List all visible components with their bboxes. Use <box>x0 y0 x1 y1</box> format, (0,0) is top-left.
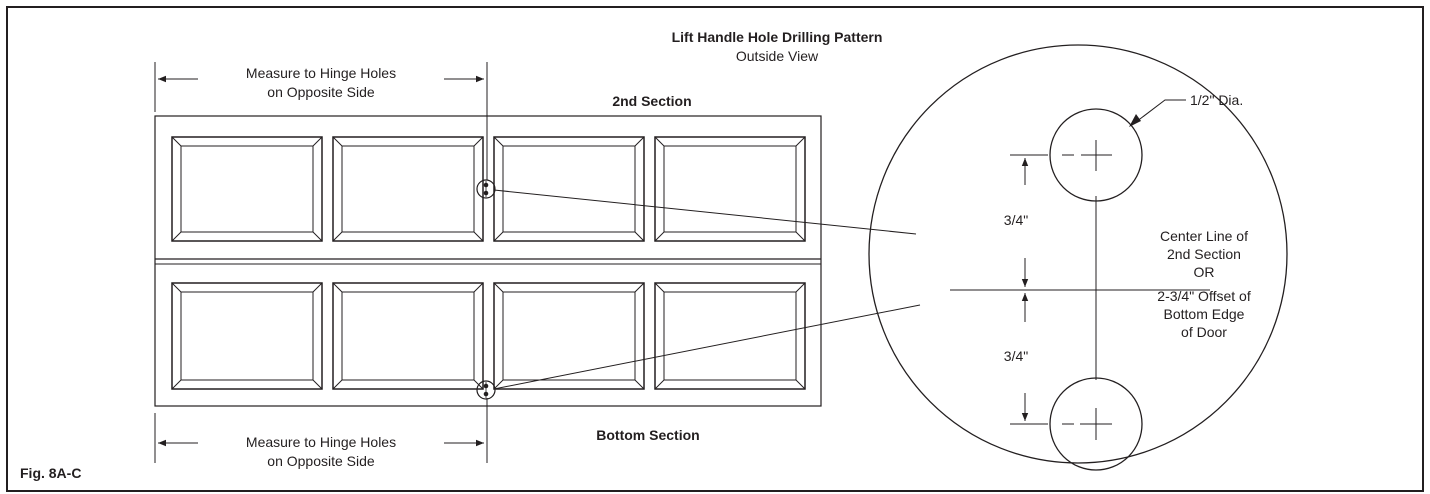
door-panel <box>332 282 484 390</box>
dim-lower-label: 3/4" <box>1004 348 1028 364</box>
leader-line-bottom <box>493 304 921 390</box>
measure-label-bottom-line1: Measure to Hinge Holes <box>246 434 396 450</box>
garage-door <box>154 115 822 407</box>
door-panel <box>493 282 645 390</box>
diameter-leader: 1/2" Dia. <box>1129 92 1243 127</box>
center-note: Center Line of 2nd Section OR 2-3/4" Off… <box>1157 228 1251 340</box>
figure-label: Fig. 8A-C <box>20 465 81 481</box>
door-panel <box>332 136 484 242</box>
center-note-line1: Center Line of <box>1160 228 1248 244</box>
center-note-line2: 2nd Section <box>1167 246 1241 262</box>
center-note-line6: of Door <box>1181 324 1227 340</box>
detail-hole-upper <box>1049 108 1143 202</box>
detail-circle <box>868 44 1288 464</box>
door-panel <box>654 136 806 242</box>
door-panel <box>654 282 806 390</box>
detail-view: 3/4" 3/4" 1/2" Dia. Center Line of 2nd S… <box>868 44 1288 471</box>
bottom-section-label: Bottom Section <box>596 427 699 443</box>
detail-hole-lower <box>1049 377 1143 471</box>
measure-label-bottom-line2: on Opposite Side <box>267 453 375 469</box>
door-hole-top <box>476 179 496 199</box>
door-panel <box>171 282 323 390</box>
door-panel <box>493 136 645 242</box>
hole-diameter-label: 1/2" Dia. <box>1190 92 1243 108</box>
measure-dimension-top: Measure to Hinge Holes on Opposite Side <box>154 62 488 180</box>
diagram-title: Lift Handle Hole Drilling Pattern <box>672 29 883 45</box>
measure-label-top-line1: Measure to Hinge Holes <box>246 65 396 81</box>
diagram-subtitle: Outside View <box>736 48 819 64</box>
figure-frame <box>6 6 1424 492</box>
detail-dimension: 3/4" 3/4" <box>1004 158 1028 421</box>
door-panel <box>171 136 323 242</box>
dim-upper-label: 3/4" <box>1004 212 1028 228</box>
measure-dimension-bottom: Measure to Hinge Holes on Opposite Side <box>154 398 488 469</box>
center-note-line4: 2-3/4" Offset of <box>1157 288 1251 304</box>
door-outline <box>154 115 822 407</box>
center-note-line3: OR <box>1194 264 1215 280</box>
top-section-label: 2nd Section <box>612 93 691 109</box>
measure-label-top-line2: on Opposite Side <box>267 84 375 100</box>
leader-line-top <box>493 189 917 235</box>
door-hole-bottom <box>476 380 496 400</box>
center-note-line5: Bottom Edge <box>1164 306 1245 322</box>
